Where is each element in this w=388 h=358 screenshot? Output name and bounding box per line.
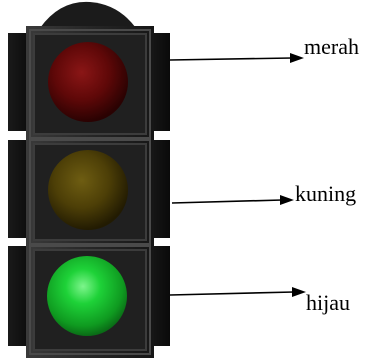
label-kuning: kuning: [295, 181, 357, 206]
pointer-arrows: [169, 53, 306, 297]
arrow-red: [169, 57, 293, 61]
label-merah: merah: [304, 34, 359, 59]
label-hijau: hijau: [306, 290, 350, 315]
green-lamp: [47, 256, 127, 336]
arrow-yellow: [171, 199, 283, 204]
traffic-light-cap: [40, 1, 136, 28]
arrow-green: [169, 291, 295, 296]
red-lamp: [48, 42, 128, 122]
yellow-lamp: [48, 150, 128, 230]
